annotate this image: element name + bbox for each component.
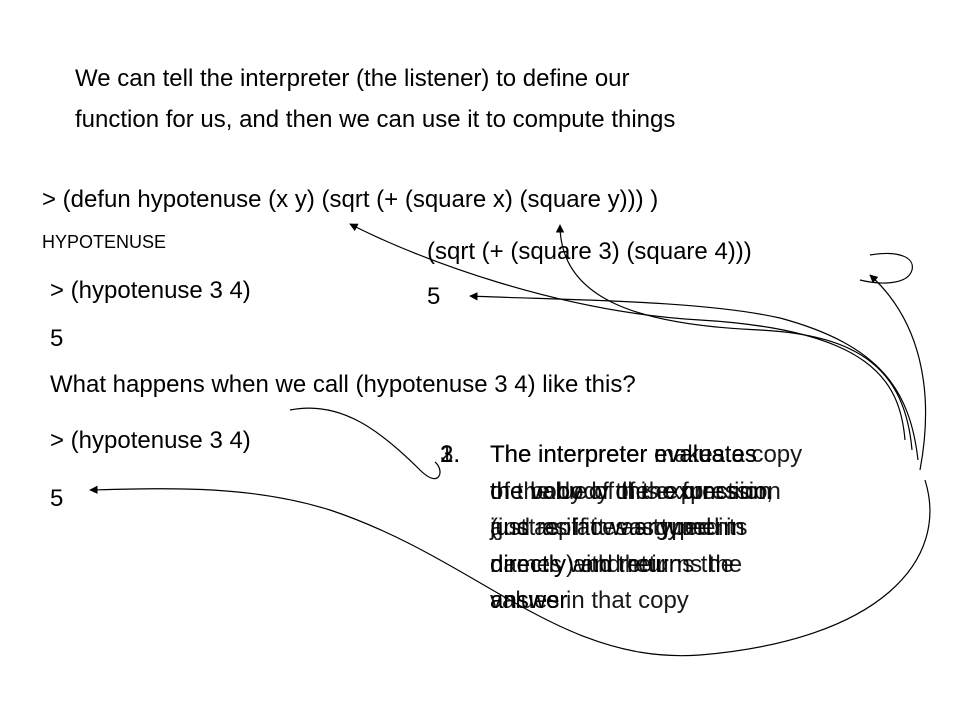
step-3-line-2: the value of this expression xyxy=(490,477,781,505)
step-2-line-4: directly) and returns the xyxy=(490,550,743,578)
step-2-line-3: (just as if it was typed in xyxy=(490,514,745,541)
step-2-number: 2. xyxy=(440,441,461,468)
result-line-1: 5 xyxy=(50,325,64,352)
intro-line-1: We can tell the interpreter (the listene… xyxy=(75,65,630,92)
step-1-line-1: The interpreter makes a copy xyxy=(490,441,803,468)
step-1-line-3: and replaces arguments xyxy=(490,514,748,541)
step-2-line-2: the body of the expression xyxy=(490,477,772,505)
call-line-1: > (hypotenuse 3 4) xyxy=(50,277,251,304)
arrow-loop-right xyxy=(859,252,913,284)
step-1-line-4: names with their xyxy=(490,550,665,578)
step-2-line-5: answer xyxy=(490,587,568,614)
step-3-number: 3. xyxy=(440,441,461,468)
step-3-line-1: The interpreter evaluates xyxy=(490,441,757,468)
arrow-to-expanded-body xyxy=(869,274,927,471)
step-2: 2. The interpreter evaluates the body of t… xyxy=(440,437,772,620)
intro-line-2: function for us, and then we can use it … xyxy=(75,106,676,133)
step-1: 1. The interpreter makes a copy of the bod… xyxy=(440,437,802,620)
call-line-2: > (hypotenuse 3 4) xyxy=(50,427,251,454)
expanded-result: 5 xyxy=(427,283,441,310)
step-3: 3. The interpreter evaluates the value of … xyxy=(440,437,781,620)
step-3-line-4: directly and returns the xyxy=(490,550,735,578)
arrow-call-to-steps xyxy=(289,407,441,479)
step-1-line-5: values in that copy xyxy=(490,587,689,614)
arrow-to-params xyxy=(349,223,906,441)
expanded-body: (sqrt (+ (square 3) (square 4))) xyxy=(427,238,752,265)
defun-result: HYPOTENUSE xyxy=(42,232,167,252)
defun-line: > (defun hypotenuse (x y) (sqrt (+ (squa… xyxy=(42,186,659,213)
arrow-to-body xyxy=(555,224,913,451)
step-1-number: 1. xyxy=(440,441,461,468)
step-1-line-2: of the body of the function, xyxy=(490,477,773,505)
arrow-to-final-result xyxy=(89,479,931,657)
result-line-2: 5 xyxy=(50,485,64,512)
arrow-to-expanded-result xyxy=(469,292,919,461)
question-line: What happens when we call (hypotenuse 3 … xyxy=(50,371,636,398)
step-3-line-5: answer xyxy=(490,587,568,614)
step-3-line-3: just as if it was typed in xyxy=(490,514,737,541)
step-2-line-1: The interpreter evaluates xyxy=(490,441,757,468)
